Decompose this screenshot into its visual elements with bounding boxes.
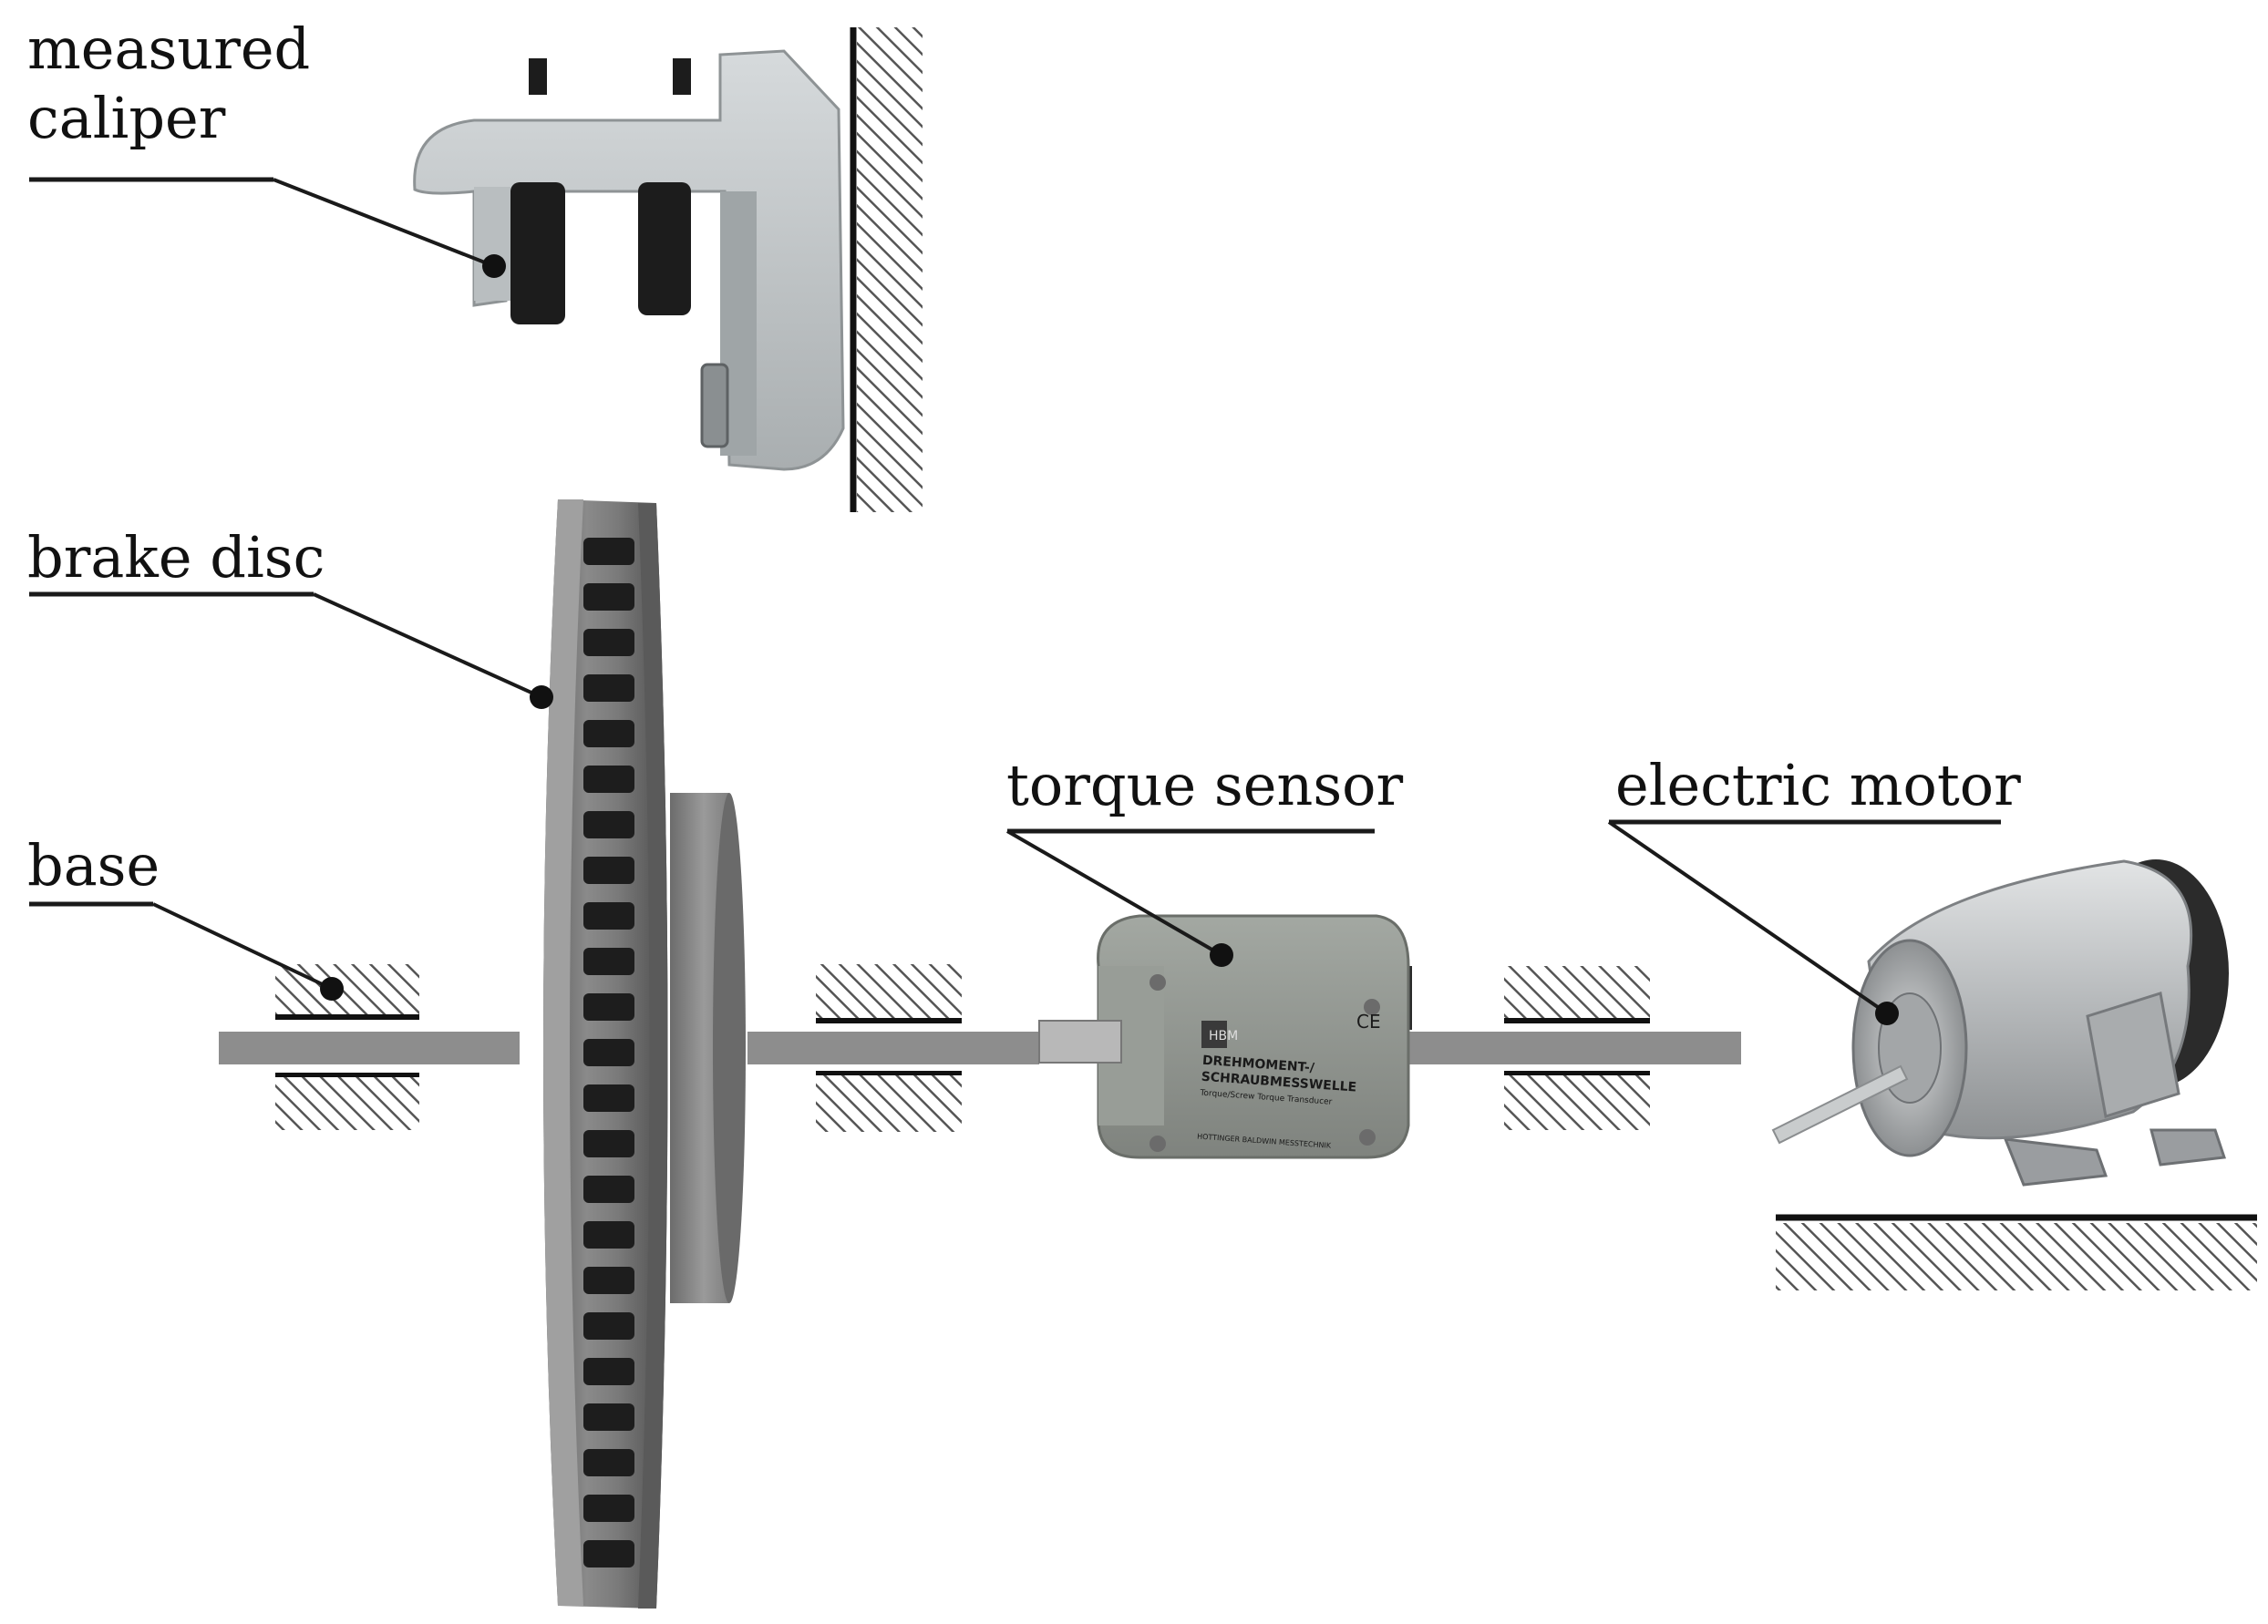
leader-torque-sensor [1005,828,1375,967]
disc-vane [583,1221,634,1249]
disc-vane [583,538,634,565]
disc-vane [583,766,634,793]
torque-sensor-brand: HBM [1209,1029,1238,1043]
disc-vane [583,993,634,1021]
disc-vane [583,857,634,884]
shaft-segment-1 [219,1032,520,1064]
measured-caliper [413,49,845,471]
disc-vane [583,629,634,656]
disc-vane [583,1039,634,1066]
bearing-3 [1504,966,1650,1130]
disc-vane [583,1403,634,1431]
disc-vane [583,1130,634,1157]
disc-vane [583,1540,634,1567]
disc-vane [583,720,634,747]
disc-vane [583,1084,634,1112]
motor-ground [1776,1214,2257,1290]
label-torque-sensor: torque sensor [1006,752,1404,818]
brake-disc [543,499,746,1609]
disc-vane [583,1312,634,1340]
disc-vane [583,902,634,930]
leader-base [29,901,344,1001]
shaft-segment-2 [747,1032,1039,1064]
disc-vane [583,1449,634,1476]
disc-vane [583,1495,634,1522]
torque-sensor: HBM CE DREHMOMENT-/ SCHRAUBMESSWELLE Tor… [1038,914,1412,1159]
disc-vane [583,1358,634,1385]
disc-vane [583,674,634,702]
disc-vane [583,948,634,975]
disc-vane [583,583,634,611]
label-base: base [27,832,160,899]
bearing-2 [816,964,962,1132]
torque-sensor-ce-mark: CE [1356,1011,1381,1033]
electric-motor [1771,859,2229,1187]
label-electric-motor: electric motor [1615,752,2021,818]
label-measured-caliper: measured caliper [27,15,311,151]
leader-electric-motor [1607,819,2001,1025]
shaft-segment-3 [1404,1032,1741,1064]
label-brake-disc: brake disc [27,524,325,591]
disc-vane [583,811,634,838]
leader-caliper [29,177,506,278]
disc-vane [583,1267,634,1294]
leader-brake-disc [29,591,553,709]
disc-vane [583,1176,634,1203]
caliper-mount-wall [850,27,923,512]
brake-disc-vanes [583,538,634,1567]
bearing-1 [275,964,419,1130]
